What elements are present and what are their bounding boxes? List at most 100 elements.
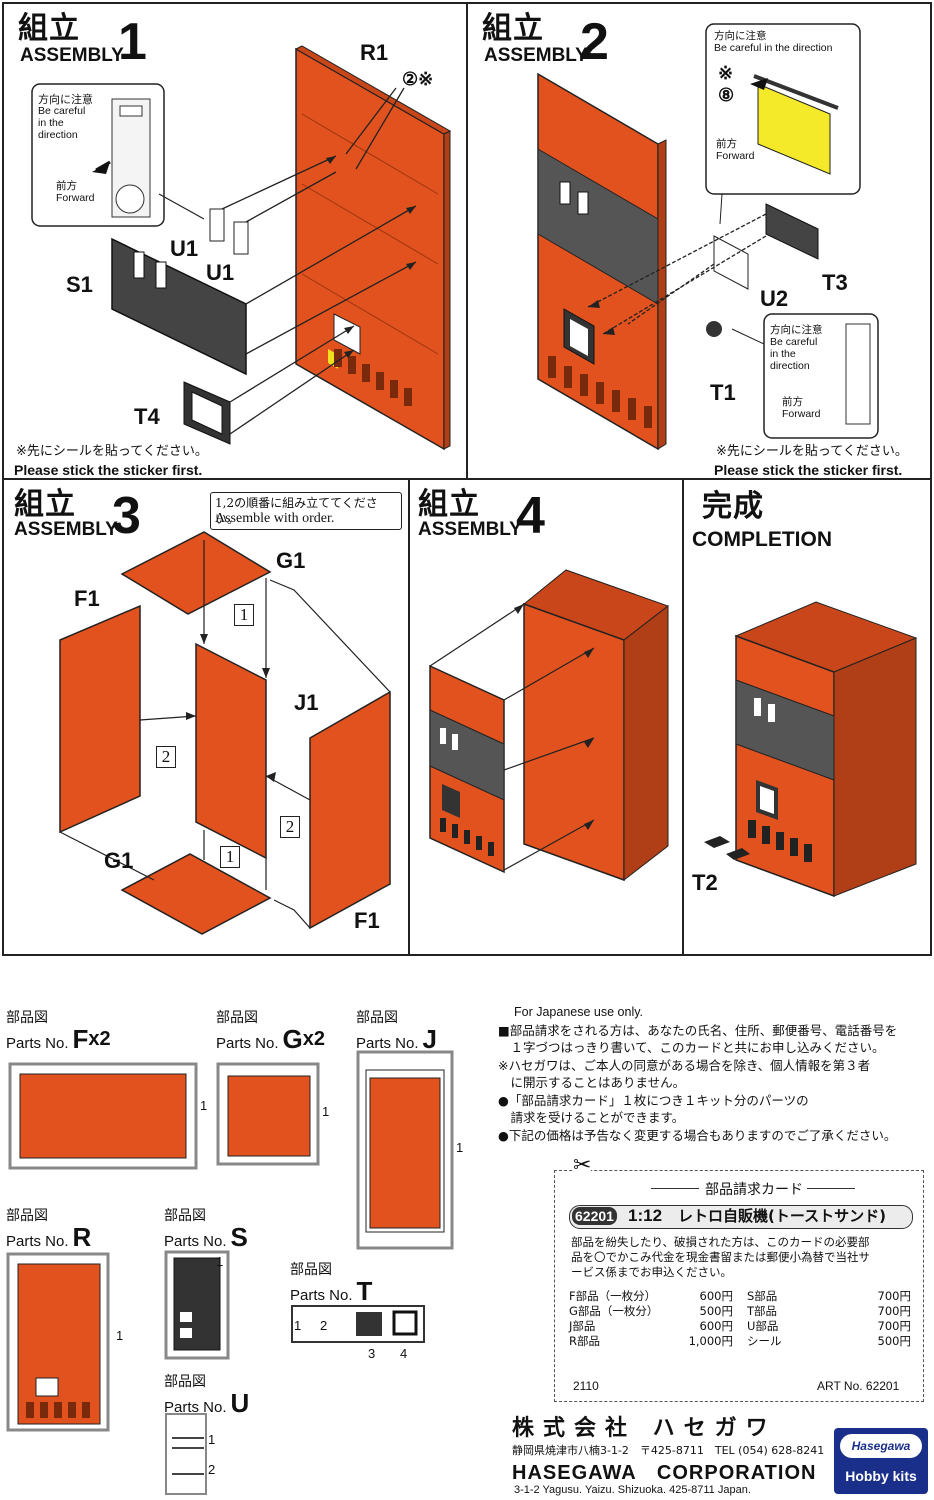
info-line: に開示することはありません。 [498, 1075, 686, 1090]
callout-direction-en-2: in the [38, 117, 64, 129]
info-line: ●「部品請求カード」１枚につき１キット分のパーツの [498, 1092, 809, 1108]
part-number: 1 [116, 1328, 124, 1343]
completion-panel: 完成 COMPLETION T2 [682, 478, 932, 956]
step-title-jp: 組立 [14, 487, 76, 522]
top-callout-sticker-number: ⑧ [718, 85, 735, 105]
price-value: 600円 [699, 1319, 733, 1333]
info-line: ●下記の価格は予告なく変更する場合もありますのでご了承ください。 [498, 1127, 897, 1143]
company-name-en: HASEGAWA CORPORATION [512, 1462, 817, 1484]
order-note-jp: 1,2の順番に組み立ててください。 [215, 496, 378, 526]
step-number: 2 [580, 13, 609, 71]
parts-no-row: Parts No. T [290, 1278, 430, 1304]
label-j1: J1 [294, 690, 319, 715]
price-value: 700円 [877, 1304, 911, 1318]
parts-jp-label: 部品図 [6, 1010, 48, 1026]
card-title: 部品請求カード [705, 1182, 803, 1198]
step-title-en: ASSEMBLY [484, 45, 588, 66]
label-t1: T1 [710, 380, 736, 405]
parts-u-sprue [165, 1413, 207, 1495]
parts-letter: S [230, 1222, 248, 1252]
part-number-2: 2 [320, 1318, 328, 1333]
card-desc: 部品を紛失したり、破損された方は、このカードの必要部 品を〇でかこみ代金を現金書… [571, 1235, 870, 1280]
top-callout-mark: ※ [718, 63, 734, 83]
label-t3: T3 [822, 270, 848, 295]
price-item: F部品（一枚分） [569, 1289, 657, 1303]
price-item: T部品 [747, 1304, 778, 1318]
kit-name: レトロ自販機(トーストサンド) [678, 1207, 886, 1225]
sticker-note-en: Please stick the sticker first. [714, 462, 903, 478]
price-value: 500円 [877, 1334, 911, 1348]
price-row: シール 500円 [747, 1334, 911, 1349]
price-row: G部品（一枚分）500円 [569, 1304, 733, 1319]
part-number-4: 4 [400, 1346, 408, 1361]
hasegawa-logo: Hasegawa Hobby kits [834, 1428, 928, 1494]
step-title-en: ASSEMBLY [14, 519, 118, 540]
order-badge-2b: 2 [280, 816, 300, 838]
parts-letter: U [230, 1388, 250, 1418]
sticker-note-jp: ※先にシールを貼ってください。 [16, 444, 208, 459]
info-line: 請求を受けることができます。 [498, 1110, 685, 1125]
parts-s: 部品図 Parts No. S 1 [164, 1208, 274, 1368]
parts-f-sprue [8, 1062, 198, 1170]
parts-en-label: Parts No. [356, 1035, 419, 1052]
top-callout-jp: 方向に注意 [714, 30, 767, 42]
parts-jp-label: 部品図 [164, 1374, 206, 1390]
parts-en-label: Parts No. [216, 1035, 279, 1052]
label-sticker-mark: ②※ [402, 69, 434, 89]
part-number-1: 1 [294, 1318, 302, 1333]
parts-quantity: x2 [302, 1028, 326, 1050]
company-name-jp: 株式会社 ハセガワ [512, 1416, 777, 1441]
price-item: G部品（一枚分） [569, 1304, 659, 1318]
parts-r-sprue [6, 1252, 110, 1432]
order-badge-1a: 1 [234, 604, 254, 626]
parts-j: 部品図 Parts No. J 1 [356, 1010, 466, 1250]
parts-jp-label: 部品図 [216, 1010, 258, 1026]
card-desc-line: 品を〇でかこみ代金を現金書留または郵便小為替で当社サ [571, 1250, 870, 1264]
company-address-en: 3-1-2 Yagusu. Yaizu. Shizuoka. 425-8711 … [514, 1484, 751, 1496]
logo-wordmark: Hasegawa [840, 1434, 922, 1458]
japanese-only-info: For Japanese use only. ■部品請求をされる方は、あなたの氏… [498, 1004, 930, 1144]
parts-s-sprue [164, 1250, 230, 1360]
label-f1-right: F1 [354, 908, 380, 933]
bottom-callout-en-2: in the [770, 348, 796, 360]
callout-forward-jp: 前方 [56, 180, 77, 192]
order-badge-1b: 1 [220, 846, 240, 868]
parts-jp-label: 部品図 [6, 1208, 48, 1224]
price-value: 1,000円 [688, 1334, 733, 1348]
label-f1-left: F1 [74, 586, 100, 611]
top-callout-en: Be careful in the direction [714, 42, 833, 54]
parts-jp-label: 部品図 [356, 1010, 398, 1026]
part-number: 1 [322, 1104, 330, 1119]
part-number: 1 [216, 1254, 224, 1269]
kit-number: 62201 [572, 1207, 617, 1225]
sticker-note-en: Please stick the sticker first. [14, 462, 203, 478]
step-number: 3 [112, 487, 141, 545]
label-u2: U2 [760, 286, 789, 311]
price-item: R部品 [569, 1334, 600, 1348]
kit-scale: 1:12 [628, 1206, 663, 1225]
assembly-step-3-panel: 組立 ASSEMBLY 3 1,2の順番に組み立ててください。 Assemble… [2, 478, 410, 956]
label-t2: T2 [692, 870, 718, 895]
callout-forward-en: Forward [56, 192, 95, 204]
info-header: For Japanese use only. [514, 1005, 644, 1019]
step-title-en: ASSEMBLY [20, 45, 124, 66]
info-line: １字づつはっきり書いて、このカードと共にお申し込みください。 [498, 1040, 885, 1055]
label-s1: S1 [66, 272, 93, 297]
bottom-callout-jp: 方向に注意 [770, 324, 823, 336]
logo-tagline: Hobby kits [845, 1468, 917, 1484]
order-note-box: 1,2の順番に組み立ててください。 Assemble with order. [210, 492, 402, 530]
price-item: シール [747, 1334, 782, 1348]
step-number: 4 [516, 487, 545, 545]
price-value: 700円 [877, 1319, 911, 1333]
completion-title-jp: 完成 [702, 489, 764, 524]
price-row: T部品 700円 [747, 1304, 911, 1319]
parts-no-row: Parts No. U [164, 1390, 274, 1416]
card-desc-line: 部品を紛失したり、破損された方は、このカードの必要部 [571, 1235, 870, 1249]
label-u1-b: U1 [206, 260, 235, 285]
top-callout-forward-en: Forward [716, 150, 755, 162]
